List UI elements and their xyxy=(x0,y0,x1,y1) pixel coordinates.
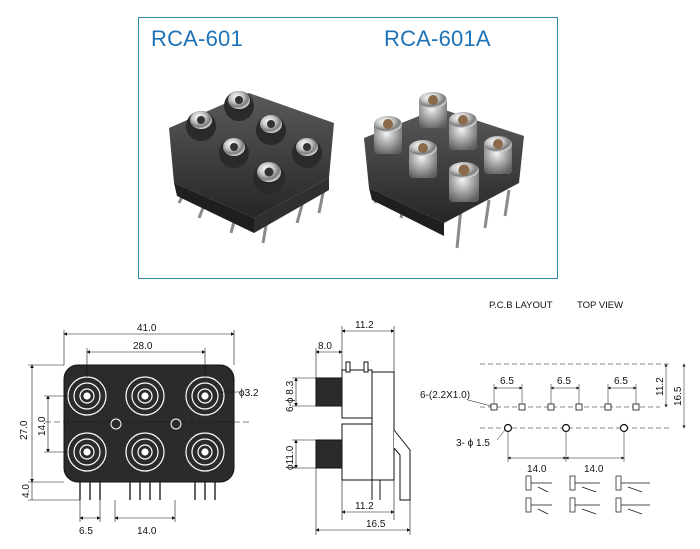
rca-601a-photo xyxy=(364,92,524,249)
slot-pitch-3: 6.5 xyxy=(614,376,628,387)
front-view-labels: 41.0 28.0 ϕ3.2 27.0 14.0 4.0 6.5 14.0 xyxy=(19,323,259,537)
rca-601-photo xyxy=(169,91,334,244)
dim-row-pitch: 14.0 xyxy=(37,416,48,436)
dim-body-depth: 8.0 xyxy=(318,341,332,352)
dim-v1: 11.2 xyxy=(655,377,666,396)
dim-pin-length: 4.0 xyxy=(21,484,32,498)
dim-dia-upper: 6-ϕ 8.3 xyxy=(285,380,296,412)
front-view-drawing xyxy=(28,330,250,522)
model-title-rca-601: RCA-601 xyxy=(151,26,243,51)
top-view-header: TOP VIEW xyxy=(577,300,624,311)
dim-total-width: 41.0 xyxy=(137,323,157,334)
pcb-layout-drawing xyxy=(467,363,686,515)
product-illustrations xyxy=(169,91,524,249)
dim-v2: 16.5 xyxy=(673,386,684,406)
hole-pitch-2: 14.0 xyxy=(584,464,604,475)
dim-hole-dia: ϕ3.2 xyxy=(239,388,259,399)
dim-height: 27.0 xyxy=(19,420,30,440)
model-title-rca-601a: RCA-601A xyxy=(384,26,491,51)
dim-pin-pitch: 6.5 xyxy=(79,526,93,537)
dim-top-depth: 11.2 xyxy=(355,320,374,331)
pcb-layout-header: P.C.B LAYOUT xyxy=(489,300,553,311)
slot-pitch-2: 6.5 xyxy=(557,376,571,387)
slot-label: 6-(2.2X1.0) xyxy=(420,390,470,401)
dim-dia-lower: ϕ11.0 xyxy=(285,445,296,470)
dim-inner-width: 28.0 xyxy=(133,341,153,352)
hole-pitch-1: 14.0 xyxy=(527,464,547,475)
dim-bottom-pitch: 14.0 xyxy=(137,526,157,537)
pcb-layout-labels: 6-(2.2X1.0) 6.5 6.5 6.5 3- ϕ 1.5 14.0 14… xyxy=(420,376,684,475)
pcb-schematic xyxy=(525,475,650,515)
dim-total-depth: 16.5 xyxy=(366,519,386,530)
dim-bottom-depth: 11.2 xyxy=(355,501,374,512)
side-view-labels: 11.2 8.0 6-ϕ 8.3 ϕ11.0 11.2 16.5 xyxy=(285,320,386,530)
side-view-drawing xyxy=(292,326,411,535)
hole-label: 3- ϕ 1.5 xyxy=(456,438,490,449)
slot-pitch-1: 6.5 xyxy=(500,376,514,387)
product-photo-panel: RCA-601 RCA-601A xyxy=(138,17,558,279)
